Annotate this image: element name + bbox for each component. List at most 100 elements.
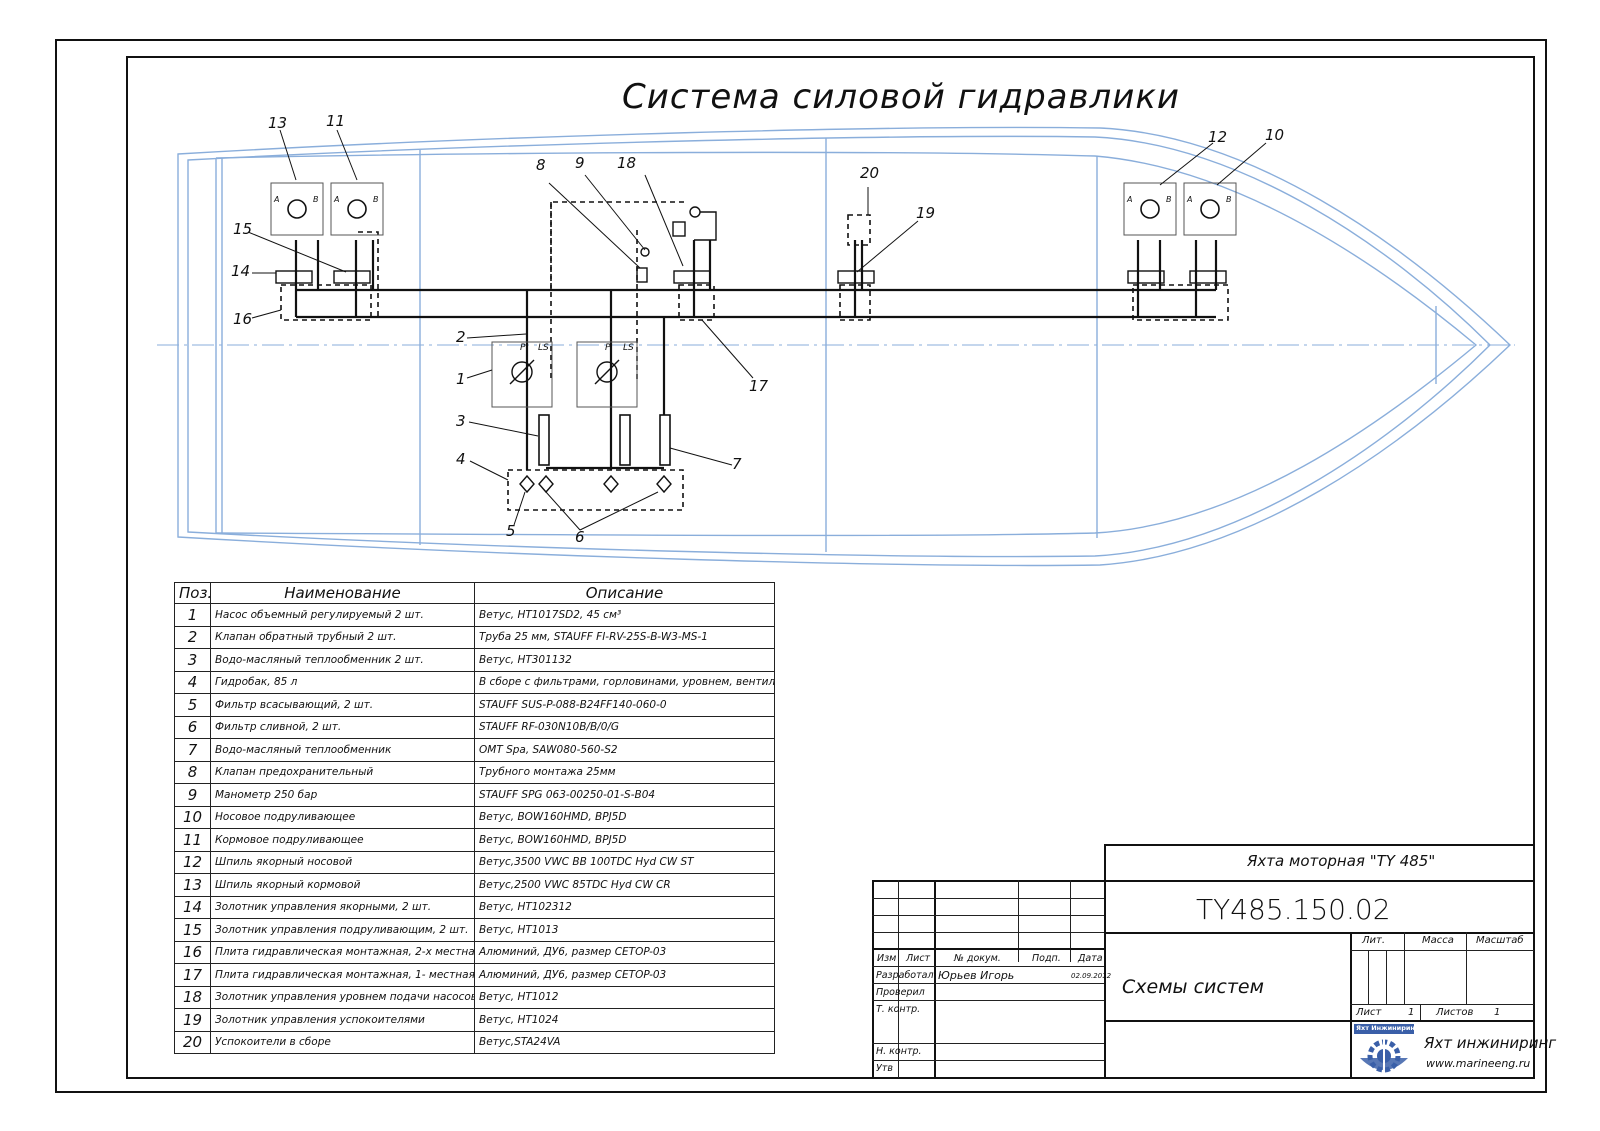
row-desc: Ветус, HT1017SD2, 45 см³ [474, 603, 775, 627]
role-approve: Утв [876, 1063, 893, 1074]
inner-frame [126, 56, 1535, 1079]
row-pos: 1 [174, 603, 211, 627]
row-desc: Ветус, HT1024 [474, 1008, 775, 1032]
role-ncontrol: Н. контр. [876, 1046, 922, 1057]
position-label: 19 [916, 204, 936, 222]
row-pos: 20 [174, 1030, 211, 1054]
pump-port-label: P [605, 343, 611, 353]
row-pos: 7 [174, 738, 211, 762]
row-name: Фильтр сливной, 2 шт. [210, 715, 475, 739]
header-pos: Поз. [174, 582, 211, 604]
pumps [491, 341, 638, 408]
date-value: 02.09.2012 [1071, 972, 1112, 980]
row-desc: Трубного монтажа 25мм [474, 760, 775, 784]
row-name: Золотник управления уровнем подачи насос… [210, 985, 475, 1009]
position-label: 18 [617, 154, 637, 172]
motor-port-label: A [1127, 195, 1133, 204]
row-name: Золотник управления якорными, 2 шт. [210, 895, 475, 919]
sheet-value: 1 [1408, 1007, 1415, 1018]
header-desc: Описание [474, 582, 775, 604]
logo-text: Яхт Инжиниринг [1356, 1024, 1419, 1032]
row-pos: 16 [174, 940, 211, 964]
row-desc: Алюминий, ДУ6, размер CETOP-03 [474, 963, 775, 987]
row-pos: 9 [174, 783, 211, 807]
role-checker: Проверил [876, 987, 925, 998]
row-pos: 5 [174, 693, 211, 717]
col-header-sign: Подп. [1032, 953, 1061, 964]
outer-frame [55, 39, 1547, 1093]
company-name: Яхт инжиниринг [1424, 1034, 1557, 1052]
position-label: 12 [1208, 128, 1228, 146]
product-name: Яхта моторная "TY 485" [1247, 852, 1436, 870]
col-header-izm: Изм [877, 953, 897, 964]
company-logo-icon [1354, 1024, 1414, 1073]
row-pos: 6 [174, 715, 211, 739]
position-label: 9 [575, 154, 585, 172]
row-name: Плита гидравлическая монтажная, 2-х мест… [210, 940, 475, 964]
row-pos: 3 [174, 648, 211, 672]
row-pos: 2 [174, 625, 211, 649]
row-desc: STAUFF SPG 063-00250-01-S-B04 [474, 783, 775, 807]
leader-lines [247, 129, 1267, 531]
motor-port-label: B [373, 195, 379, 204]
row-desc: Алюминий, ДУ6, размер CETOP-03 [474, 940, 775, 964]
document-name: Схемы систем [1122, 976, 1264, 998]
page-title: Система силовой гидравлики [622, 77, 1180, 117]
position-label: 3 [456, 412, 466, 430]
role-tcontrol: Т. контр. [876, 1004, 921, 1015]
motor-port-label: A [1187, 195, 1193, 204]
position-label: 20 [860, 164, 880, 182]
position-label: 4 [456, 450, 466, 468]
row-name: Золотник управления подруливающим, 2 шт. [210, 918, 475, 942]
lit-label: Лит. [1362, 935, 1386, 946]
scale-label: Масштаб [1476, 935, 1524, 946]
developer-name: Юрьев Игорь [938, 969, 1015, 982]
row-desc: Ветус,STA24VA [474, 1030, 775, 1054]
motor-port-label: B [313, 195, 319, 204]
position-label: 6 [575, 528, 585, 546]
valves [275, 270, 1227, 284]
row-desc: STAUFF SUS-P-088-B24FF140-060-0 [474, 693, 775, 717]
col-header-doc: № докум. [954, 953, 1001, 964]
row-name: Успокоители в сборе [210, 1030, 475, 1054]
row-desc: Ветус, HT301132 [474, 648, 775, 672]
position-label: 11 [326, 112, 346, 130]
row-name: Клапан обратный трубный 2 шт. [210, 625, 475, 649]
row-pos: 4 [174, 670, 211, 694]
heat-exchangers [538, 414, 671, 466]
position-label: 8 [536, 156, 546, 174]
motor-port-label: B [1166, 195, 1172, 204]
actuators [270, 182, 1237, 236]
position-label: 13 [268, 114, 288, 132]
header-name: Наименование [210, 582, 475, 604]
row-pos: 12 [174, 850, 211, 874]
row-name: Носовое подруливающее [210, 805, 475, 829]
row-name: Золотник управления успокоителями [210, 1008, 475, 1032]
row-pos: 18 [174, 985, 211, 1009]
row-desc: OMT Spa, SAW080-560-S2 [474, 738, 775, 762]
row-name: Водо-масляный теплообменник [210, 738, 475, 762]
row-desc: Ветус, HT1012 [474, 985, 775, 1009]
pump-port-label: LS [538, 343, 549, 353]
relief-valve [636, 206, 717, 283]
row-pos: 15 [174, 918, 211, 942]
position-label: 16 [233, 310, 253, 328]
sheet-label: Лист [1356, 1007, 1382, 1018]
row-pos: 19 [174, 1008, 211, 1032]
document-number: TY485.150.02 [1196, 893, 1391, 926]
hull-outline [157, 126, 1515, 567]
mass-label: Масса [1422, 935, 1454, 946]
row-pos: 8 [174, 760, 211, 784]
motor-port-label: B [1226, 195, 1232, 204]
position-label: 10 [1265, 126, 1285, 144]
